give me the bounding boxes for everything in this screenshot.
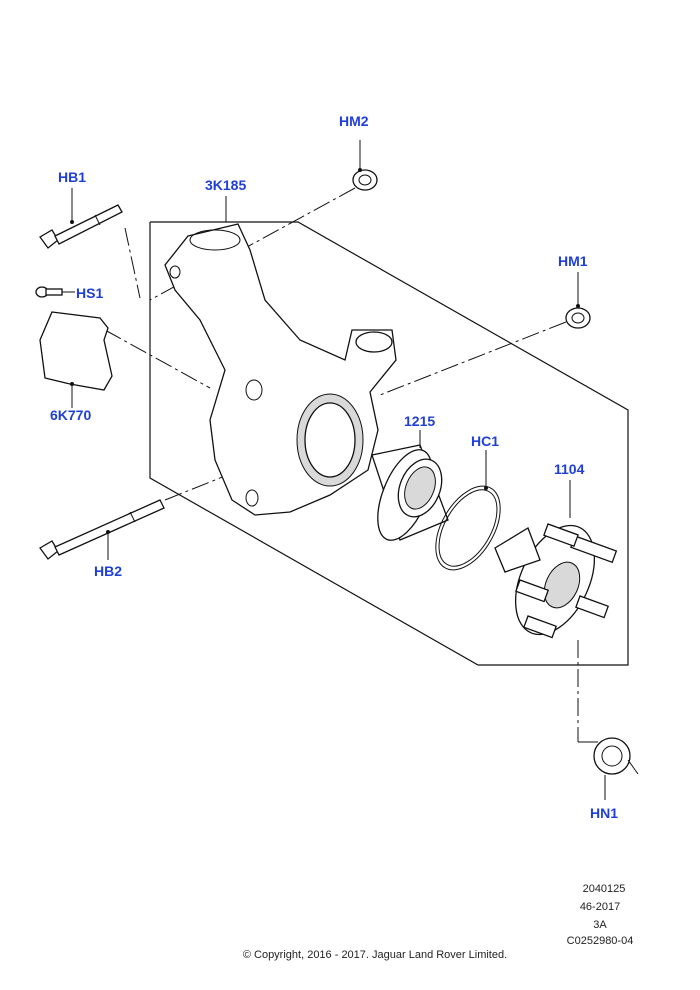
callout-hm2: HM2 (339, 113, 369, 129)
callout-hs1: HS1 (76, 285, 103, 301)
callout-hb1: HB1 (58, 169, 86, 185)
nut-hm1-part (565, 272, 591, 329)
callout-6k770: 6K770 (50, 407, 91, 423)
callout-3k185: 3K185 (205, 177, 246, 193)
callout-labels: HM2 HB1 3K185 HM1 HS1 6K770 1215 HC1 110… (50, 113, 618, 821)
assembly-center-lines (104, 187, 579, 742)
callout-hm1: HM1 (558, 253, 588, 269)
hub-1104-part (494, 480, 618, 639)
nut-hm2-part (352, 140, 378, 191)
illustration-code-line2: 46-2017 (579, 901, 621, 913)
callout-1104: 1104 (554, 461, 585, 477)
callout-hn1: HN1 (590, 805, 618, 821)
screw-hs1-part (35, 286, 75, 298)
shield-6k770-part (39, 311, 113, 408)
illustration-code-line1: 2040125 (582, 883, 626, 895)
callout-hc1: HC1 (471, 433, 499, 449)
knuckle-3k185-part (164, 196, 397, 516)
nut-hn1-part (578, 737, 639, 800)
callout-hb2: HB2 (94, 563, 122, 579)
circlip-hc1-part (435, 450, 501, 571)
copyright-notice: © Copyright, 2016 - 2017. Jaguar Land Ro… (242, 949, 508, 961)
illustration-code-line4: C0252980-04 (566, 935, 634, 947)
callout-1215: 1215 (404, 413, 435, 429)
illustration-code-line3: 3A (593, 919, 607, 931)
bolt-hb2-part (39, 499, 165, 560)
bolt-hb1-part (39, 188, 123, 249)
bearing-1215-part (371, 430, 449, 541)
assembly-outline (149, 221, 629, 666)
